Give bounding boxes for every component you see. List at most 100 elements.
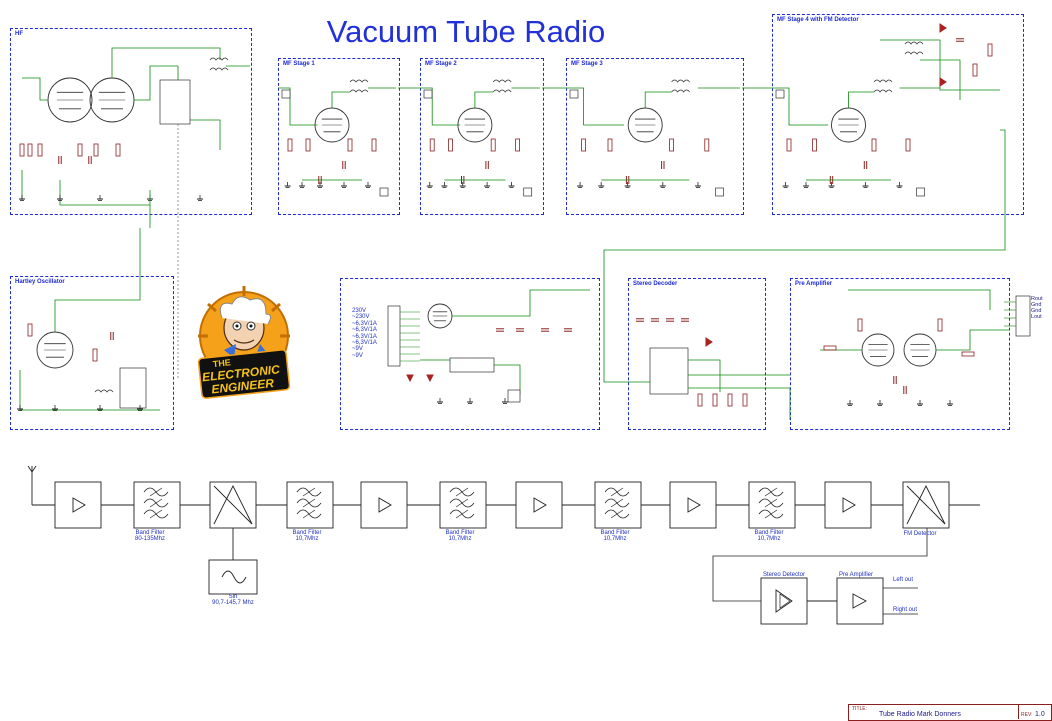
page-title: Vacuum Tube Radio [326,14,606,49]
connector-pin-label: Lout [1031,314,1042,320]
filter-wave-icon [758,498,784,508]
amplifier-icon [378,497,392,513]
filter-strike-icon [455,487,469,497]
block-label-band-filter-1: Band Filter 80-135Mhz [134,530,166,542]
title-block-divider [1018,704,1019,719]
block-amp-3 [515,481,563,529]
section-label: MF Stage 1 [283,61,315,67]
psu-label: 230V [352,308,367,314]
block-pre-amplifier [836,577,884,625]
audio-connector-labels: Rout Gnd Gnd Lout [1031,296,1043,320]
drawing-title: Tube Radio Mark Donners [879,711,961,718]
filter-wave-icon [449,498,475,508]
block-band-filter-2 [286,481,334,529]
connector-pin-label: Gnd [1031,302,1042,308]
filter-strike-icon [149,487,163,497]
block-label-band-filter-4: Band Filter 10,7Mhz [600,530,630,542]
title-block: TITLE: Tube Radio Mark Donners REV: 1.0 [848,704,1052,721]
sine-wave-icon [221,570,247,584]
block-label-oscillator: Sin 90,7-145,7 Mhz [212,594,254,606]
stereo-detector-icon [775,589,793,613]
filter-strike-icon [149,509,163,519]
amplifier-icon [687,497,701,513]
psu-label: ~6,3V/1A [352,320,377,327]
block-amp-1 [54,481,102,529]
antenna-icon [27,465,37,473]
section-power-supply [340,278,600,430]
psu-label: ~6,3V/1A [352,340,377,347]
block-band-filter-1 [133,481,181,529]
filter-strike-icon [302,509,316,519]
filter-wave-icon [143,498,169,508]
filter-strike-icon [764,487,778,497]
psu-voltage-labels: 230V ~230V ~6,3V/1A ~6,3V/1A ~6,3V/1A ~6… [352,308,377,359]
filter-wave-icon [296,498,322,508]
block-oscillator [208,559,258,595]
section-label: MF Stage 2 [425,61,457,67]
block-label-band-filter-2: Band Filter 10,7Mhz [292,530,322,542]
revision: 1.0 [1035,711,1045,718]
block-band-filter-5 [748,481,796,529]
title-label: TITLE: [852,706,868,712]
section-label: Pre Amplifier [795,281,833,287]
filter-strike-icon [455,498,469,508]
block-band-filter-4 [594,481,642,529]
audio-connector [1015,295,1031,337]
block-stereo-detector [760,577,808,625]
psu-label: ~9V [352,346,363,353]
filter-strike-icon [610,487,624,497]
mixer-icon [906,484,946,525]
section-label: Hartley Oscillator [15,279,65,285]
filter-strike-icon [302,487,316,497]
section-hf: HF [10,28,252,215]
block-label-band-filter-5: Band Filter 10,7Mhz [754,530,784,542]
filter-strike-icon [610,498,624,508]
filter-wave-icon [449,487,475,497]
block-amp-2 [360,481,408,529]
section-label: Stereo Decoder [633,281,678,287]
electronic-engineer-logo: THE ELECTRONIC ENGINEER [197,286,291,399]
section-mf-stage-1: MF Stage 1 [278,58,400,215]
block-amp-4 [669,481,717,529]
block-label-fm-detector: FM Detector [903,531,937,537]
stereo-detector-icon [779,593,791,609]
filter-wave-icon [296,487,322,497]
filter-strike-icon [302,498,316,508]
logo-text-the: THE [212,357,231,369]
filter-wave-icon [758,509,784,519]
section-mf-stage-4: MF Stage 4 with FM Detector [772,14,1024,215]
section-mf-stage-3: MF Stage 3 [566,58,744,215]
filter-strike-icon [764,498,778,508]
filter-wave-icon [449,509,475,519]
block-label-band-filter-3: Band Filter 10,7Mhz [445,530,475,542]
mixer-icon [213,485,253,525]
connector-pin-label: Gnd [1031,308,1042,314]
filter-wave-icon [604,509,630,519]
section-pre-amplifier: Pre Amplifier [790,278,1010,430]
filter-wave-icon [143,487,169,497]
block-fm-detector [902,481,950,529]
block-label-stereo-detector: Stereo Detector [762,572,806,578]
psu-label: ~9V [352,352,363,359]
filter-strike-icon [610,509,624,519]
block-mixer [209,481,257,529]
block-band-filter-3 [439,481,487,529]
connector-pin-label: Rout [1031,296,1043,302]
filter-wave-icon [143,509,169,519]
section-label: MF Stage 4 with FM Detector [777,17,859,23]
filter-wave-icon [296,509,322,519]
section-mf-stage-2: MF Stage 2 [420,58,544,215]
section-stereo-decoder: Stereo Decoder [628,278,766,430]
filter-wave-icon [604,487,630,497]
block-label-pre-amplifier: Pre Amplifier [838,572,873,578]
amplifier-icon [842,497,856,513]
psu-label: ~230V [352,314,370,321]
mixer-icon [213,484,253,525]
block-amp-5 [824,481,872,529]
mixer-icon [906,485,946,525]
amplifier-icon [72,497,86,513]
rev-label: REV: [1021,712,1033,718]
psu-label: ~6,3V/1A [352,333,377,340]
filter-strike-icon [455,509,469,519]
